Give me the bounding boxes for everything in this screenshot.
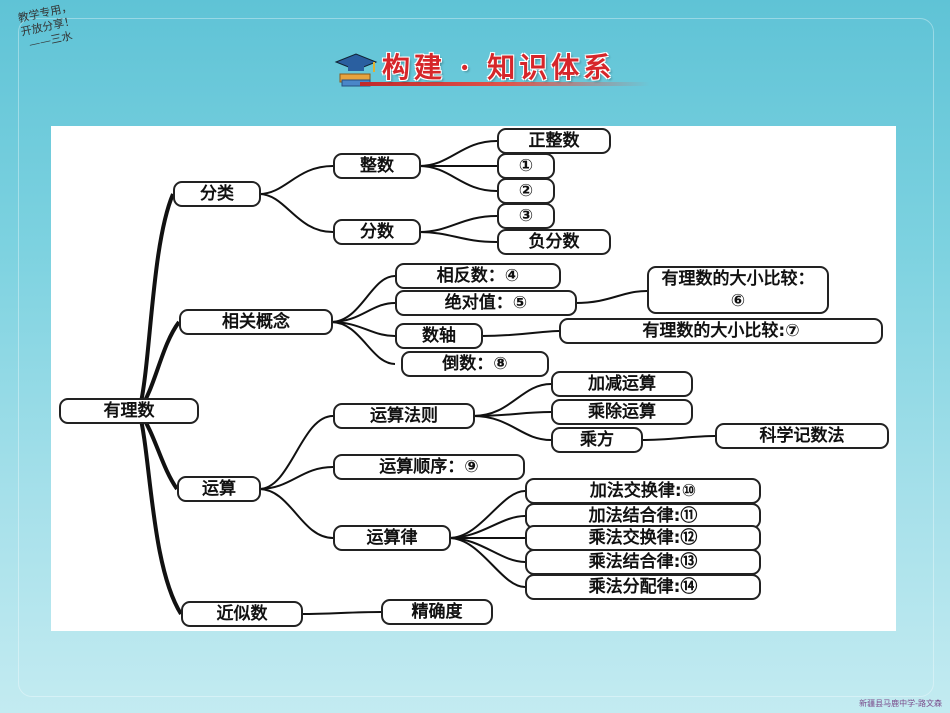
node-blank-1: ① [497, 153, 555, 179]
node-daoshu: 倒数：⑧ [401, 351, 549, 377]
node-lv-13: 乘法结合律:⑬ [525, 549, 761, 575]
node-zhengshu: 整数 [333, 153, 421, 179]
node-chengchu: 乘除运算 [551, 399, 693, 425]
node-lv-10: 加法交换律:⑩ [525, 478, 761, 504]
node-jingque: 精确度 [381, 599, 493, 625]
node-bijiao-6: 有理数的大小比较：⑥ [647, 266, 829, 314]
node-lv-14: 乘法分配律:⑭ [525, 574, 761, 600]
node-fazhe: 运算法则 [333, 403, 475, 429]
node-fufenshu: 负分数 [497, 229, 611, 255]
footer-credit: 新疆县马鹿中学-路文森 [859, 699, 942, 708]
slide-frame [18, 18, 934, 697]
node-blank-2: ② [497, 178, 555, 204]
node-yunsuanlv: 运算律 [333, 525, 451, 551]
node-yunsuan: 运算 [177, 476, 261, 502]
title-underline [360, 82, 650, 86]
node-shuzhou: 数轴 [395, 323, 483, 349]
node-root: 有理数 [59, 398, 199, 424]
knowledge-mind-map: 有理数 分类 整数 正整数 ① ② 分数 ③ 负分数 相关概念 相反数：④ 绝对… [51, 126, 896, 631]
node-xiangguan: 相关概念 [179, 309, 333, 335]
node-blank-3: ③ [497, 203, 555, 229]
node-chengfang: 乘方 [551, 427, 643, 453]
node-shunxu: 运算顺序：⑨ [333, 454, 525, 480]
node-lv-11: 加法结合律:⑪ [525, 503, 761, 529]
node-fenshu: 分数 [333, 219, 421, 245]
node-lv-12: 乘法交换律:⑫ [525, 525, 761, 551]
slide-header: 构建 · 知识体系 [330, 44, 660, 92]
node-jinsishu: 近似数 [181, 601, 303, 627]
graduation-cap-book-icon [334, 53, 378, 87]
node-jiajian: 加减运算 [551, 371, 693, 397]
node-fenlei: 分类 [173, 181, 261, 207]
page-title: 构建 · 知识体系 [382, 51, 616, 84]
node-jueduizhi: 绝对值：⑤ [395, 290, 577, 316]
node-kexue: 科学记数法 [715, 423, 889, 449]
node-xiangfanshu: 相反数：④ [395, 263, 561, 289]
node-bijiao-7: 有理数的大小比较:⑦ [559, 318, 883, 344]
node-zhengzhengshu: 正整数 [497, 128, 611, 154]
